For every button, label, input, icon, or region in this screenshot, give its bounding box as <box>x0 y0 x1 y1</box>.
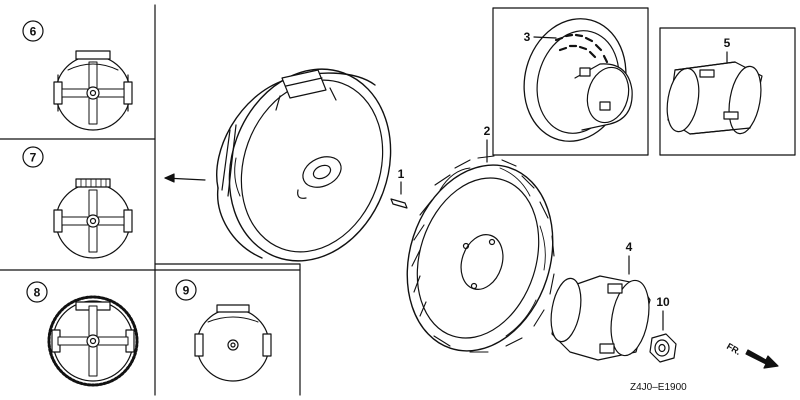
rotor-variant-7: 7 <box>22 146 133 259</box>
flywheel-rotor <box>216 68 392 262</box>
callout-5: 5 <box>724 36 731 50</box>
part-5-cup: 5 <box>659 27 796 156</box>
callout-9: 9 <box>183 284 190 298</box>
callout-circle-6 <box>22 20 44 42</box>
front-direction-arrow: FR. <box>725 341 779 369</box>
rotor-variant-6: 6 <box>22 20 133 131</box>
rotor-variant-8: 8 <box>26 281 139 387</box>
callout-circle-8 <box>26 281 48 303</box>
callout-10: 10 <box>656 295 670 309</box>
callout-7: 7 <box>30 151 37 165</box>
callout-1: 1 <box>398 167 405 181</box>
part-10-nut: 10 <box>649 295 677 363</box>
reference-arrow <box>164 173 206 183</box>
part-1-key: 1 <box>390 167 408 209</box>
part-3-starter-pulley: 3 <box>492 7 649 156</box>
rotor-variant-9: 9 <box>175 279 272 382</box>
part-2-fan: 2 <box>406 124 555 353</box>
part-4-starter-cup: 4 <box>550 240 651 361</box>
panel-frame <box>0 4 301 396</box>
callout-2: 2 <box>484 124 491 138</box>
callout-circle-7 <box>22 146 44 168</box>
callout-4: 4 <box>626 240 633 254</box>
front-direction-label: FR. <box>725 341 743 357</box>
callout-6: 6 <box>30 25 37 39</box>
callout-8: 8 <box>34 286 41 300</box>
callout-3: 3 <box>524 30 531 44</box>
diagram-code: Z4J0–E1900 <box>630 382 687 393</box>
callout-circle-9 <box>175 279 197 301</box>
